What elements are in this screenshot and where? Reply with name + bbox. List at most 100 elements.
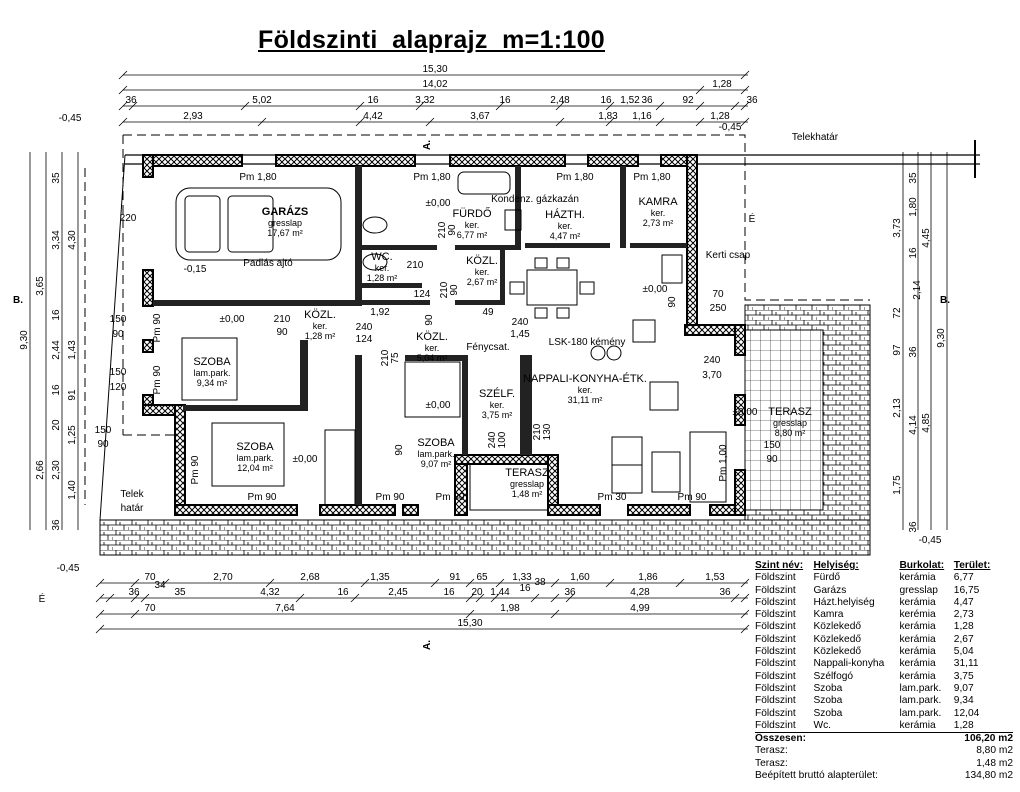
dimension-label: 36 [719,587,731,598]
room-floor: ker. [578,385,593,395]
room-floor: gresslap [773,418,807,428]
room-name: SZOBA [417,437,455,449]
cell-floor: kerámia [899,719,954,734]
annotation-label: Pm 1,80 [556,172,594,183]
summary-row: Beépített bruttó alapterület:134,80 m2 [755,770,1013,782]
dimension-label: 2,45 [388,587,408,598]
dimension-label: 4,85 [921,413,932,433]
cell-area: 4,47 [953,596,974,608]
room-name: KÖZL. [466,255,498,267]
annotation-label: Telek [120,489,144,500]
room-floor: gresslap [510,479,544,489]
dimension-label: 2,14 [912,280,923,300]
room-floor: ker. [651,208,666,218]
dimension-lines [29,70,948,634]
dimension-label: 16 [499,95,511,106]
dimension-tick [655,101,665,111]
room-floor: lam.park. [417,449,454,459]
dimension-tick [350,593,360,603]
dimension-tick [265,578,275,588]
annotation-label: 220 [120,213,137,224]
chimney [590,345,606,361]
annotation-label: 210 [437,221,448,238]
dimension-label: 3,32 [415,95,435,106]
dining-table [526,269,578,306]
dimension-tick [655,117,665,127]
cell-room: Fürdő [813,572,841,584]
dimension-label: 16 [337,587,349,598]
dimension-label: 4,28 [630,587,650,598]
dimension-tick [128,101,138,111]
cell-floor: lam.park. [899,707,942,719]
room-floor: ker. [475,267,490,277]
room-area: 3,75 m² [482,410,513,420]
room-floor: ker. [425,343,440,353]
annotation-label: 90 [276,327,288,338]
total-row: Összesen:106,20 m2 [755,733,1013,746]
cell-level: Földszint [755,572,796,584]
annotation-label: -0,45 [719,122,742,133]
cell-level: Földszint [755,719,814,734]
exterior-walls [142,154,746,516]
dimension-tick [740,85,750,95]
dimension-tick [160,578,170,588]
dimension-tick [550,578,560,588]
cell-area: 5,04 [953,646,974,658]
dimension-label: 4,14 [908,415,919,435]
room-floor: ker. [558,221,573,231]
room-floor: ker. [313,321,328,331]
annotation-label: 90 [97,439,109,450]
dimension-label: 91 [67,389,78,401]
annotation-label: ±0,00 [733,407,758,418]
cell-room: Házt.helyiség [813,596,875,608]
dimension-label: 9,30 [19,330,30,350]
dimension-tick [95,624,105,634]
annotation-label: 90 [766,454,778,465]
cell-area: 9,07 [953,682,974,694]
cell-floor: kerámia [899,633,936,645]
room-name: SZÉLF. [479,387,515,400]
dimension-label: 36 [908,346,919,358]
summary-row-label: Terasz: [755,757,788,769]
dimension-label: 36 [641,95,653,106]
dimension-tick [675,578,685,588]
room-area: 31,11 m² [568,395,603,405]
dimension-label: 65 [476,572,488,583]
dimension-tick [130,593,140,603]
dimension-label: 4,30 [67,230,78,250]
dimension-label: 4,99 [630,603,650,614]
dimension-label: 4,45 [921,228,932,248]
cell-level: Földszint [755,682,796,694]
annotation-label: 150 [764,440,781,451]
kitchen-sink [661,254,683,284]
dimension-tick [740,101,750,111]
annotation-label: 150 [95,425,112,436]
dimension-tick [360,578,370,588]
cell-floor: lam.park. [899,682,942,694]
cell-area: 1,28 [953,719,1013,734]
dimension-tick [695,85,705,95]
dimension-tick [465,593,475,603]
wardrobe [324,429,356,506]
annotation-label: 150 [110,314,127,325]
dimension-label: 16 [443,587,455,598]
sofa [689,431,727,503]
dimension-tick [130,578,140,588]
cell-room: Közlekedő [813,621,862,633]
bed [181,337,238,401]
dimension-label: 1,35 [370,572,390,583]
total-row-label: Összesen: [755,733,806,745]
room-area: 12,04 m² [237,463,273,473]
dimension-tick [140,593,150,603]
annotation-label: Pm 90 [152,365,163,394]
dimension-label: 35 [908,172,919,184]
drawing-title: Földszinti alaprajz m=1:100 [258,26,606,54]
annotation-label: Pm 90 [190,455,201,484]
room-name: NAPPALI-KONYHA-ÉTK. [523,372,647,385]
cell-level: Földszint [755,609,796,621]
cell-room: Szoba [813,707,843,719]
